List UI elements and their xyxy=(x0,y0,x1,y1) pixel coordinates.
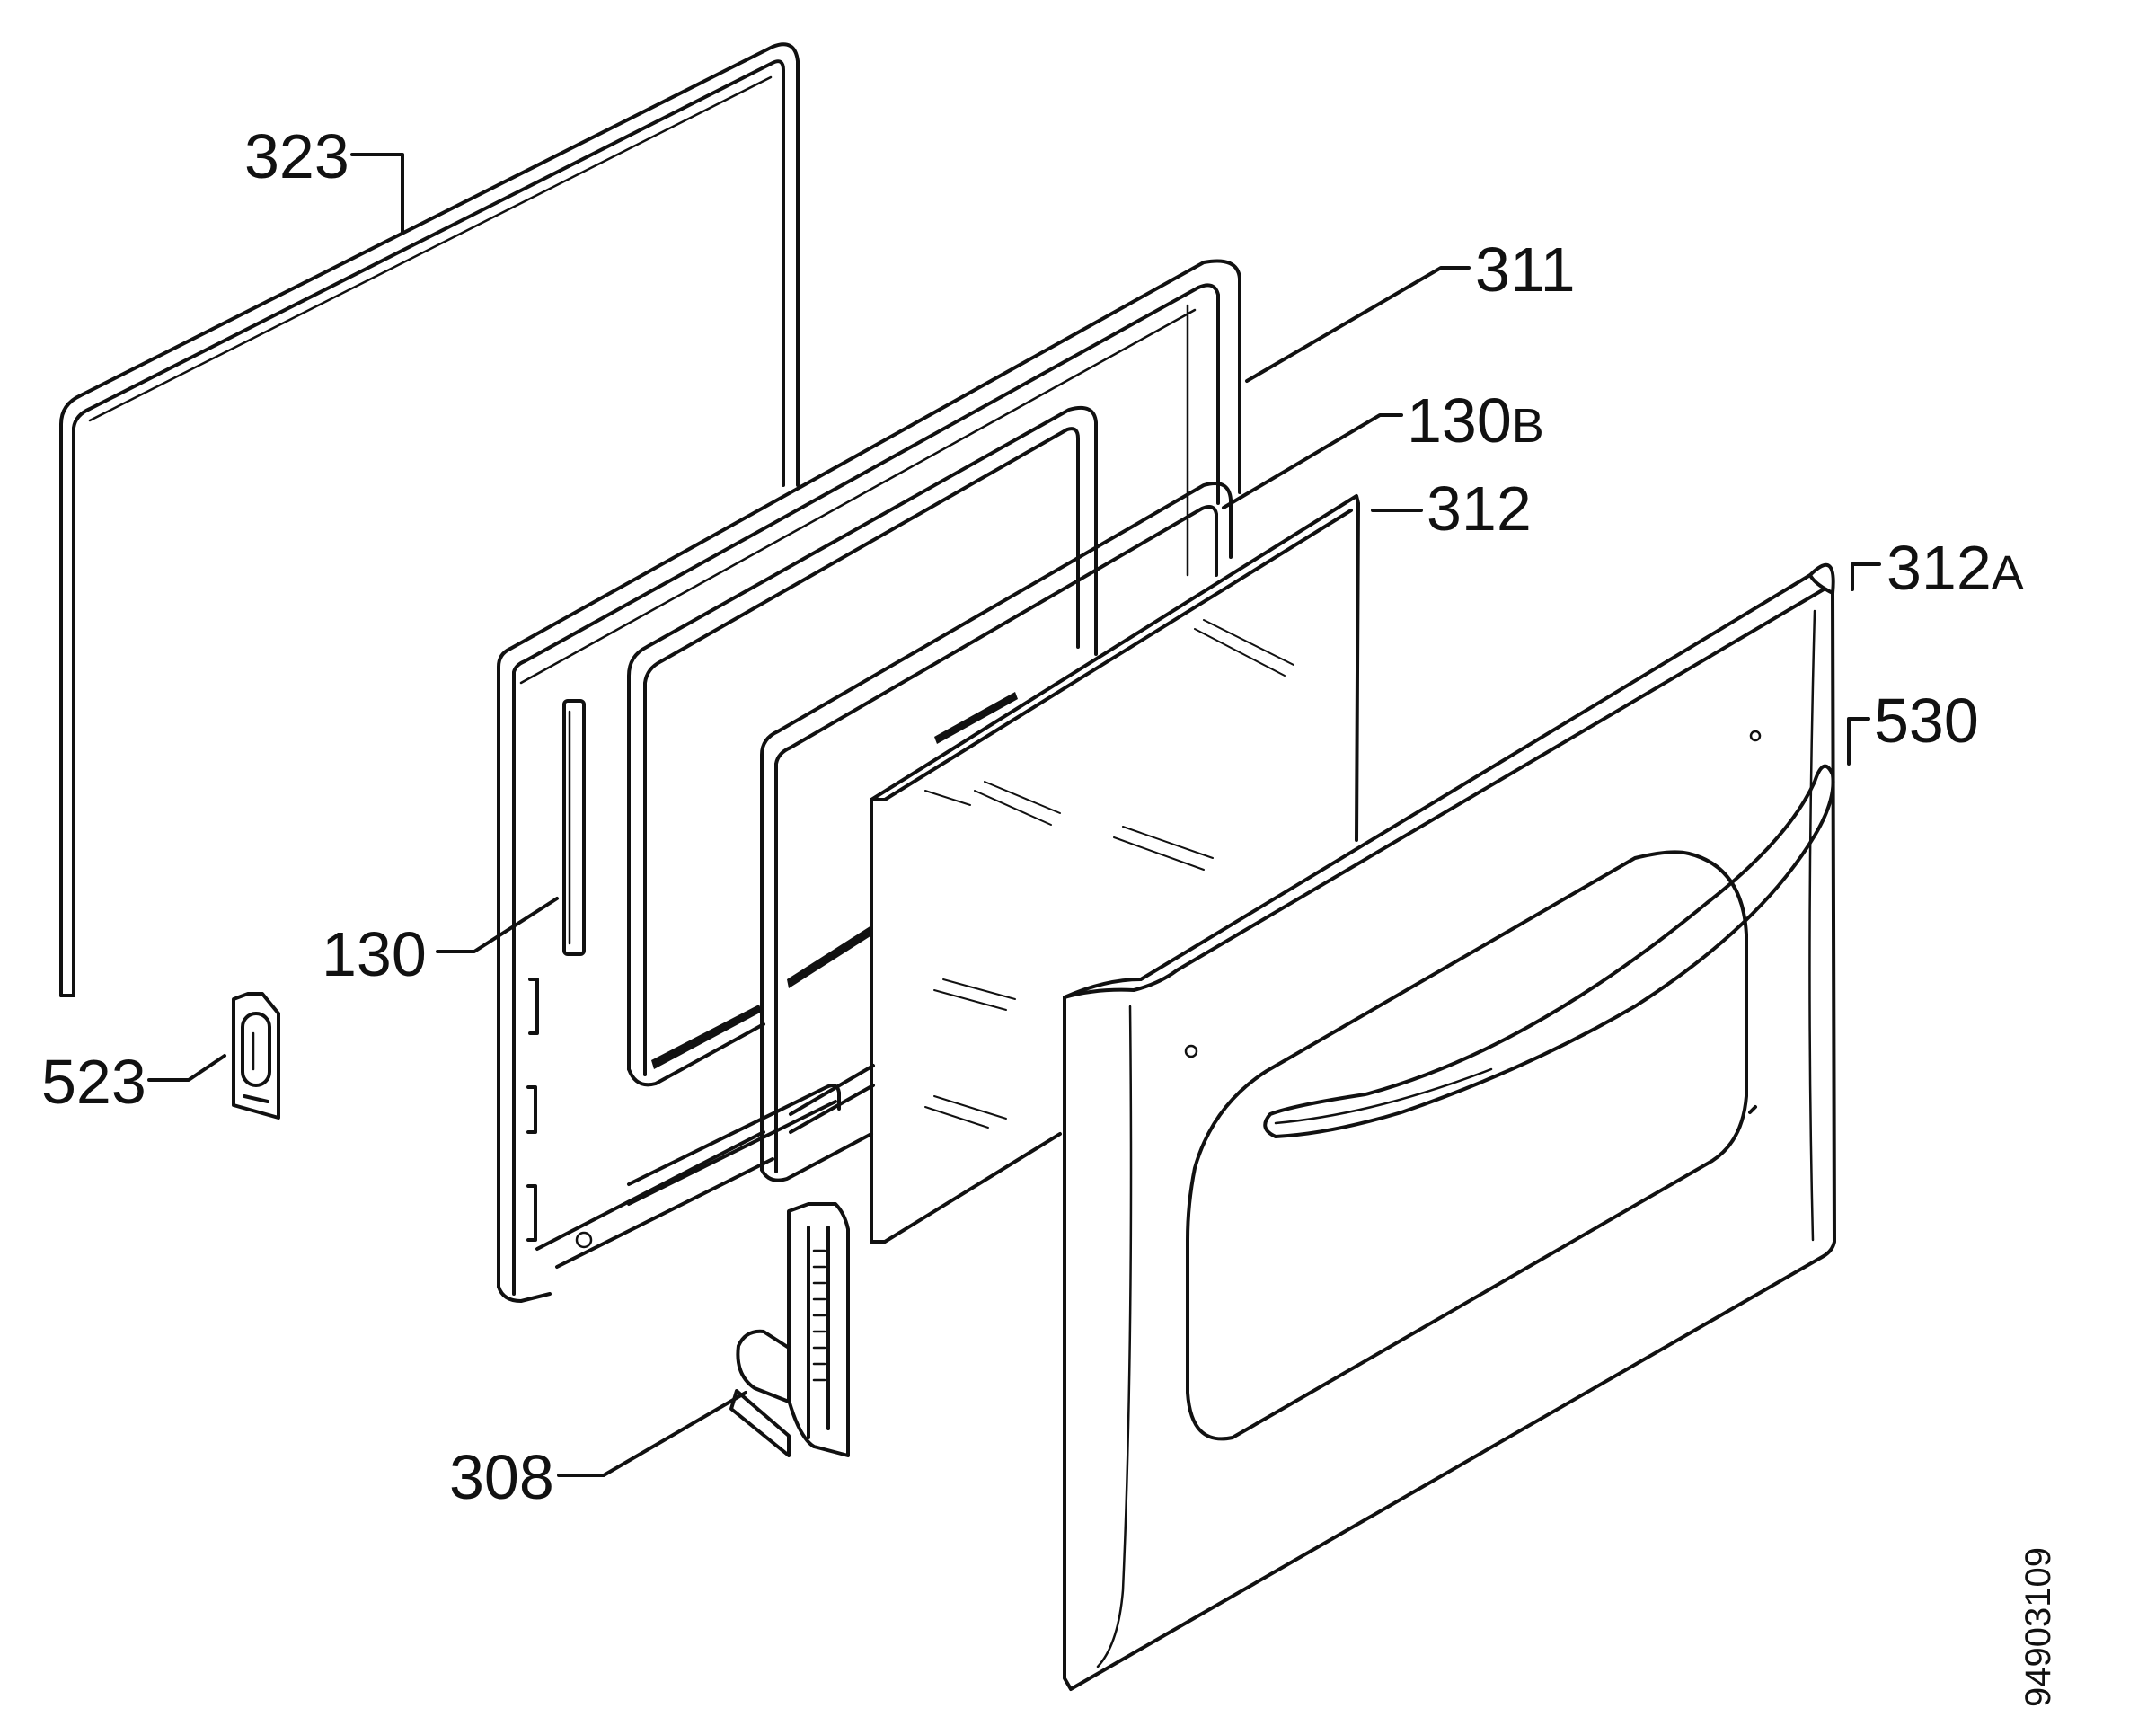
callout-labels: 323 311 130B 312 312A 530 130 523 308 xyxy=(41,121,2024,1512)
callout-130: 130 xyxy=(322,919,427,989)
callout-312: 312 xyxy=(1427,474,1532,544)
callout-530: 530 xyxy=(1874,686,1979,756)
part-323-door-seal xyxy=(59,42,800,997)
part-130b-glass-frame xyxy=(760,482,1233,1182)
leader-311 xyxy=(1245,266,1471,383)
callout-130b: 130B xyxy=(1407,385,1544,456)
callout-523: 523 xyxy=(41,1047,146,1117)
callout-308: 308 xyxy=(449,1442,554,1512)
leader-130b xyxy=(1222,413,1403,509)
part-523-lock-component xyxy=(232,992,280,1120)
leader-323 xyxy=(350,153,404,234)
callout-311: 311 xyxy=(1475,235,1576,305)
document-number: 94903109 xyxy=(2019,1547,2058,1707)
part-311-inner-frame xyxy=(497,259,1241,1303)
callout-323: 323 xyxy=(244,121,349,191)
part-312-glass-pane xyxy=(870,494,1360,1244)
part-312a-outer-door-panel xyxy=(1063,562,1836,1691)
leader-308 xyxy=(557,1391,747,1477)
leader-523 xyxy=(147,1054,226,1082)
leader-312a xyxy=(1851,562,1881,591)
callout-312a: 312A xyxy=(1886,533,2024,603)
leader-530 xyxy=(1847,717,1870,766)
part-308-hinge xyxy=(729,1202,850,1457)
leader-130 xyxy=(436,897,559,953)
leader-lines xyxy=(147,153,1881,1477)
